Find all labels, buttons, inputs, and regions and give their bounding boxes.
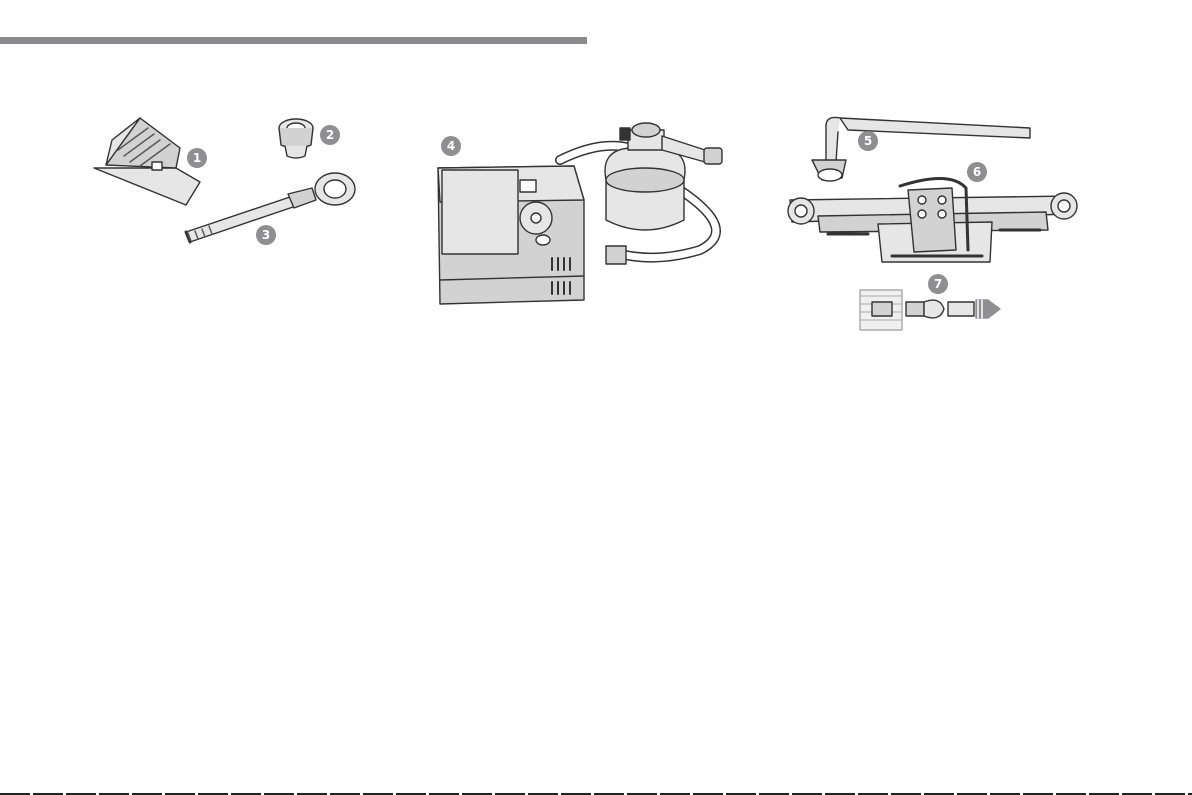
- compressor-icon: [438, 123, 722, 304]
- item-number-badge: 3: [256, 225, 276, 245]
- anti-theft-bolt-adapter-icon: [279, 119, 313, 158]
- item-number-badge: 4: [441, 136, 461, 156]
- item-number-badge: 2: [320, 125, 340, 145]
- item-number-badge: 5: [858, 131, 878, 151]
- wheel-chock-icon: [94, 118, 200, 205]
- item-number-badge: 7: [928, 274, 948, 294]
- jack-icon: [788, 178, 1077, 262]
- wheelbrace-icon: [812, 117, 1030, 181]
- item-number-badge: 1: [187, 148, 207, 168]
- bolt-cover-tool-icon: [860, 290, 1000, 330]
- item-number-badge: 6: [967, 162, 987, 182]
